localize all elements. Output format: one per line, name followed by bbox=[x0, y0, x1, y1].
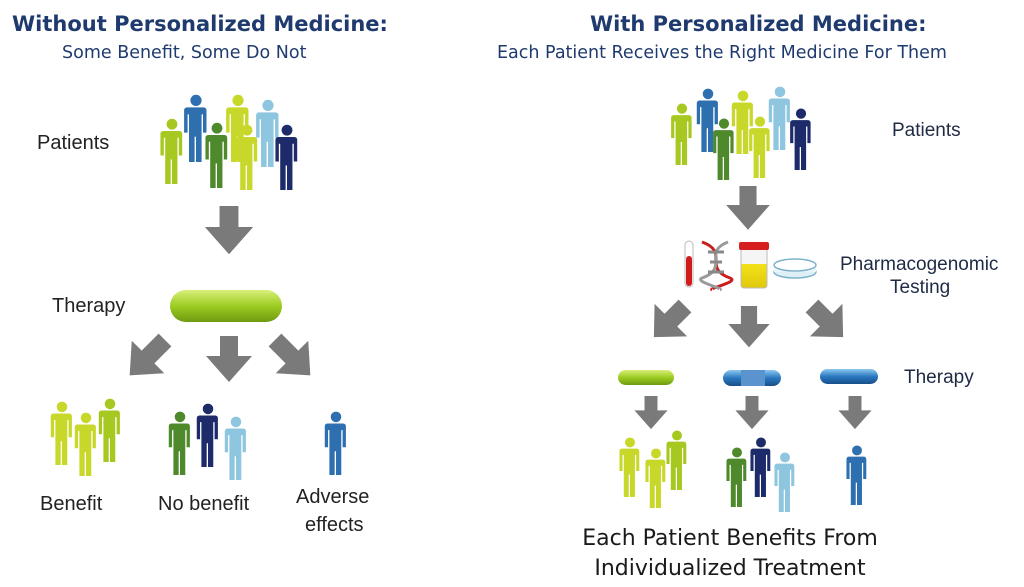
person-icon bbox=[619, 437, 640, 497]
right-benefit-group-3 bbox=[846, 445, 867, 505]
person-icon bbox=[846, 445, 867, 505]
arrow-down-icon bbox=[204, 206, 254, 255]
left-patient-group bbox=[160, 94, 298, 190]
left-subtitle: Some Benefit, Some Do Not bbox=[62, 43, 307, 63]
left-patients-label: Patients bbox=[37, 132, 110, 154]
dna-icon bbox=[699, 240, 734, 292]
person-icon bbox=[666, 430, 687, 490]
pill-lime-icon bbox=[618, 370, 674, 385]
person-icon bbox=[50, 401, 72, 465]
outcome-adverse-label-line2: effects bbox=[305, 514, 364, 536]
outcome-no-benefit-label: No benefit bbox=[158, 493, 250, 515]
person-icon bbox=[160, 118, 183, 184]
arrow-down-icon bbox=[634, 396, 668, 430]
petri-dish-icon bbox=[773, 258, 817, 279]
conclusion-line1: Each Patient Benefits From bbox=[582, 526, 878, 551]
right-benefit-group-1 bbox=[619, 430, 687, 508]
arrow-down-icon bbox=[838, 396, 872, 430]
person-icon bbox=[205, 122, 228, 188]
pill-icon bbox=[170, 290, 282, 322]
person-icon bbox=[196, 403, 218, 467]
test-tube-icon bbox=[684, 240, 694, 288]
testing-label-line2: Testing bbox=[890, 277, 951, 298]
right-therapy-label: Therapy bbox=[904, 367, 974, 388]
outcome-adverse-label-line1: Adverse bbox=[296, 486, 370, 508]
conclusion-line2: Individualized Treatment bbox=[594, 556, 866, 581]
person-icon bbox=[671, 103, 692, 165]
person-icon bbox=[168, 411, 190, 475]
arrow-down-left-icon bbox=[653, 299, 692, 338]
person-icon bbox=[645, 448, 666, 508]
person-icon bbox=[768, 86, 790, 150]
benefit-group bbox=[50, 398, 120, 476]
person-icon bbox=[74, 412, 96, 476]
outcome-benefit-label: Benefit bbox=[40, 493, 103, 515]
adverse-group bbox=[324, 411, 346, 475]
testing-label-line1: Pharmacogenomic bbox=[840, 254, 999, 275]
pill-blue-icon bbox=[820, 369, 878, 384]
right-title: With Personalized Medicine: bbox=[590, 12, 927, 36]
person-icon bbox=[98, 398, 120, 462]
person-icon bbox=[774, 452, 795, 512]
arrow-down-left-icon bbox=[129, 333, 172, 376]
right-benefit-group-2 bbox=[726, 437, 795, 512]
right-patient-group bbox=[671, 86, 811, 180]
person-icon bbox=[184, 94, 207, 162]
left-therapy-label: Therapy bbox=[52, 295, 126, 317]
person-icon bbox=[224, 416, 246, 480]
person-icon bbox=[750, 437, 771, 497]
no-benefit-group bbox=[168, 403, 246, 480]
person-icon bbox=[713, 118, 734, 180]
specimen-vial-icon bbox=[739, 242, 769, 289]
person-icon bbox=[790, 108, 811, 170]
arrow-down-icon bbox=[735, 396, 769, 430]
right-patients-label: Patients bbox=[892, 120, 961, 141]
person-icon bbox=[275, 124, 298, 190]
person-icon bbox=[726, 447, 747, 507]
person-icon bbox=[324, 411, 346, 475]
left-title: Without Personalized Medicine: bbox=[12, 12, 388, 36]
person-icon bbox=[256, 99, 279, 167]
arrow-down-right-icon bbox=[805, 299, 844, 338]
arrow-down-icon bbox=[728, 306, 770, 348]
arrow-down-right-icon bbox=[268, 333, 311, 376]
pill-capsule-icon bbox=[723, 370, 781, 386]
arrow-down-icon bbox=[206, 336, 252, 382]
arrow-down-icon bbox=[726, 186, 770, 230]
right-subtitle: Each Patient Receives the Right Medicine… bbox=[497, 43, 947, 63]
